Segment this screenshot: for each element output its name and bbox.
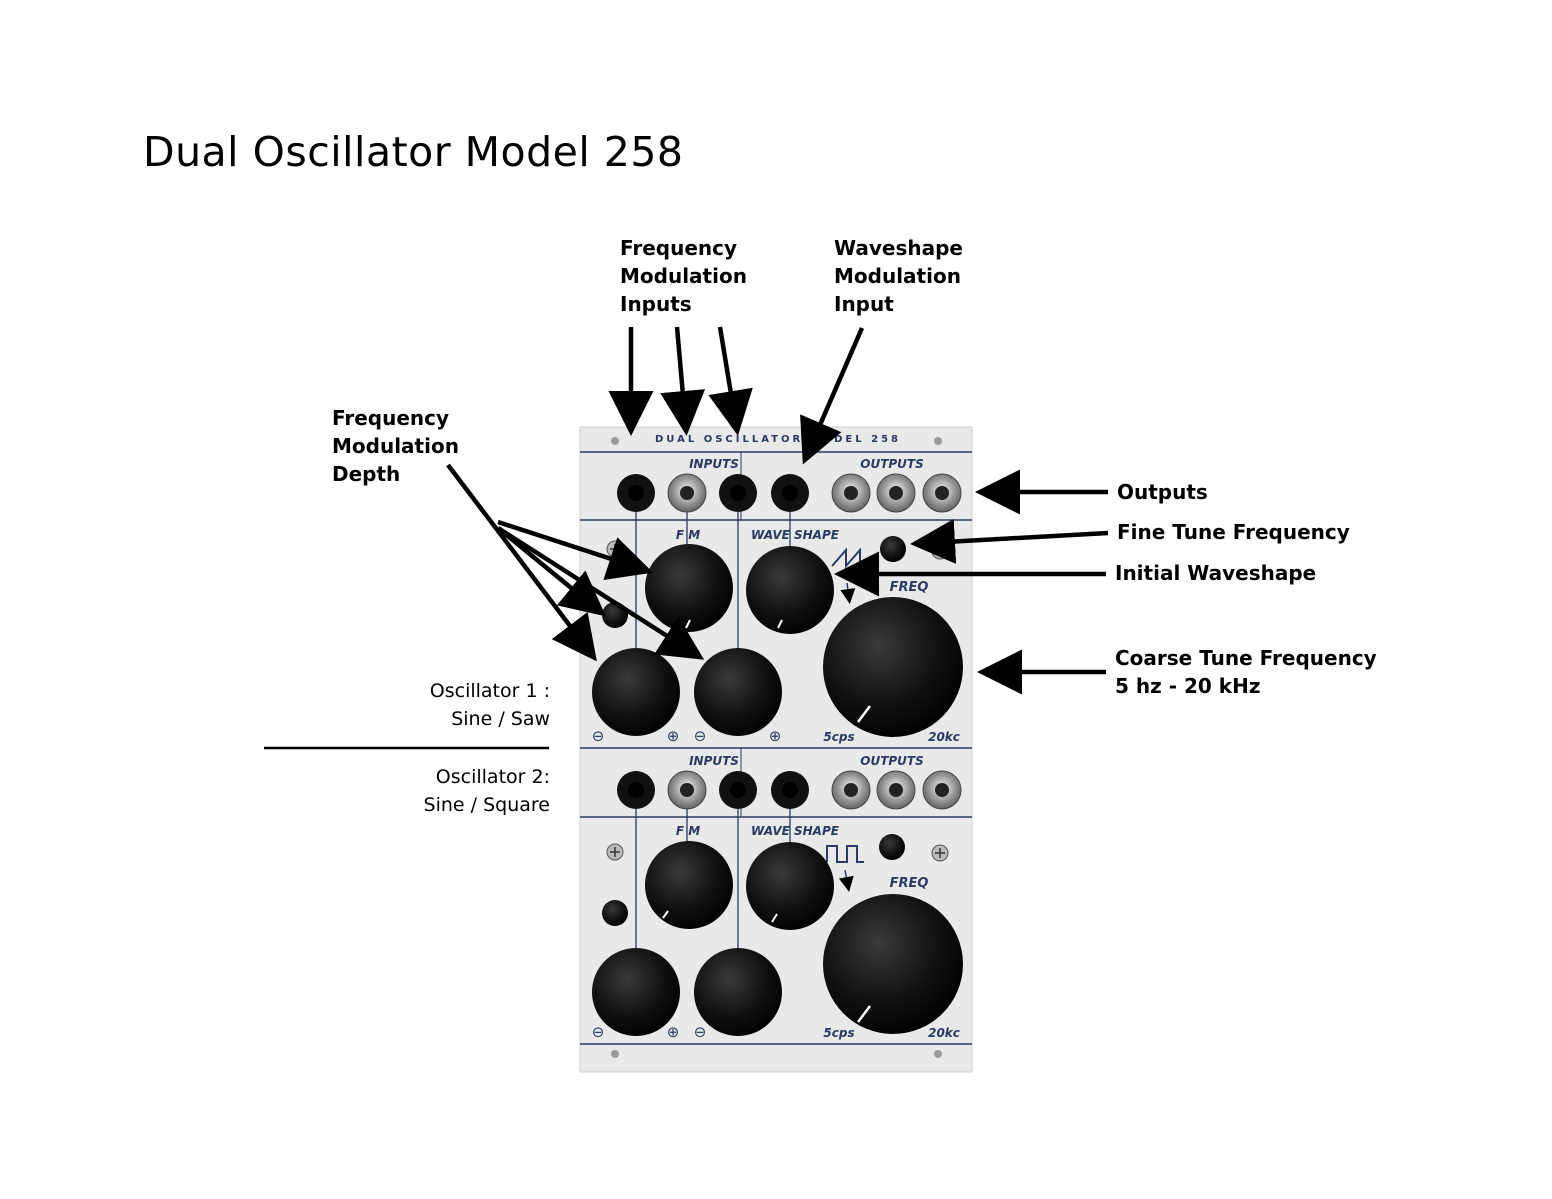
minus-icon: ⊖ xyxy=(694,1023,707,1041)
outputs-label: OUTPUTS xyxy=(860,754,924,768)
panel-screw-icon xyxy=(931,542,949,560)
output-jack-3[interactable] xyxy=(922,473,962,513)
arrow-down-icon xyxy=(838,869,854,892)
arrow-icon xyxy=(496,526,606,617)
callout-arrows xyxy=(446,326,1109,695)
range-high-label: 20kc xyxy=(928,730,960,744)
callout-coarse-tune: Coarse Tune Frequency 5 hz - 20 kHz xyxy=(1115,646,1377,698)
freq-label: FREQ xyxy=(890,580,929,595)
fm-trim-knob[interactable] xyxy=(602,900,628,926)
outputs-label: OUTPUTS xyxy=(860,457,924,471)
output-jack-1[interactable] xyxy=(831,473,871,513)
waveshape-label: WAVE SHAPE xyxy=(751,528,840,542)
range-low-label: 5cps xyxy=(823,1026,854,1040)
waveshape-knob[interactable] xyxy=(746,546,834,634)
oscillator-1-label: Oscillator 1 : Sine / Saw xyxy=(429,680,550,730)
callout-fm-depth: Frequency Modulation Depth xyxy=(332,406,459,486)
panel-screw-icon xyxy=(931,844,949,862)
minus-icon: ⊖ xyxy=(592,727,605,745)
panel-screw-hole xyxy=(934,437,942,445)
fm-input-jack-3[interactable] xyxy=(719,771,757,809)
module-header: DUAL OSCILLATOR MODEL 258 xyxy=(655,434,901,445)
freq-label: FREQ xyxy=(890,876,929,891)
fm-depth-knob-1[interactable] xyxy=(645,841,733,929)
fm-input-jack-2[interactable] xyxy=(667,770,707,810)
panel-screw-hole xyxy=(934,1050,942,1058)
panel-screw-hole xyxy=(611,437,619,445)
arrow-icon xyxy=(910,519,1109,564)
arrow-icon xyxy=(708,326,753,436)
output-jack-2[interactable] xyxy=(876,770,916,810)
arrow-icon xyxy=(446,463,597,662)
fm-input-jack-2[interactable] xyxy=(667,473,707,513)
callout-fm-inputs: Frequency Modulation Inputs xyxy=(620,236,747,316)
waveshape-input-jack[interactable] xyxy=(771,771,809,809)
arrow-icon xyxy=(800,327,865,465)
inputs-label: INPUTS xyxy=(689,457,739,471)
fm-depth-knob-3[interactable] xyxy=(694,948,782,1036)
waveshape-label: WAVE SHAPE xyxy=(751,824,840,838)
fm-depth-knob-1[interactable] xyxy=(645,544,733,632)
fm-label: F M xyxy=(676,824,700,838)
arrow-icon xyxy=(660,326,706,436)
arrow-icon xyxy=(497,519,654,581)
fm-depth-knob-2[interactable] xyxy=(592,948,680,1036)
coarse-freq-knob[interactable] xyxy=(823,894,963,1034)
fm-depth-knob-3[interactable] xyxy=(694,648,782,736)
oscillator-1-section: INPUTS OUTPUTS F M WAVE SHAPE FREQ xyxy=(592,457,963,745)
inputs-label: INPUTS xyxy=(689,754,739,768)
panel-screw-icon xyxy=(606,843,624,861)
page-title: Dual Oscillator Model 258 xyxy=(143,128,684,176)
panel-screw-hole xyxy=(611,1050,619,1058)
callout-waveshape-mod-input: Waveshape Modulation Input xyxy=(834,236,963,316)
oscillator-2-label: Oscillator 2: Sine / Square xyxy=(423,766,550,816)
panel-screw-icon xyxy=(606,540,624,558)
range-low-label: 5cps xyxy=(823,730,854,744)
callout-initial-waveshape: Initial Waveshape xyxy=(1115,561,1317,585)
fm-depth-knob-2[interactable] xyxy=(592,648,680,736)
plus-icon: ⊕ xyxy=(667,727,680,745)
plus-icon: ⊕ xyxy=(769,727,782,745)
fm-input-jack-1[interactable] xyxy=(617,771,655,809)
fm-input-jack-3[interactable] xyxy=(719,474,757,512)
range-high-label: 20kc xyxy=(928,1026,960,1040)
fine-tune-knob[interactable] xyxy=(879,834,905,860)
fm-input-jack-1[interactable] xyxy=(617,474,655,512)
waveshape-input-jack[interactable] xyxy=(771,474,809,512)
minus-icon: ⊖ xyxy=(694,727,707,745)
plus-icon: ⊕ xyxy=(667,1023,680,1041)
output-jack-3[interactable] xyxy=(922,770,962,810)
oscillator-2-section: INPUTS OUTPUTS F M WAVE SHAPE FREQ ⊖ ⊕ ⊖… xyxy=(592,754,963,1041)
callout-outputs: Outputs xyxy=(1117,480,1208,504)
waveshape-knob[interactable] xyxy=(746,842,834,930)
callout-fine-tune: Fine Tune Frequency xyxy=(1117,520,1350,544)
output-jack-2[interactable] xyxy=(876,473,916,513)
square-wave-icon xyxy=(826,845,864,863)
minus-icon: ⊖ xyxy=(592,1023,605,1041)
coarse-freq-knob[interactable] xyxy=(823,597,963,737)
fm-label: F M xyxy=(676,528,700,542)
output-jack-1[interactable] xyxy=(831,770,871,810)
fine-tune-knob[interactable] xyxy=(880,536,906,562)
